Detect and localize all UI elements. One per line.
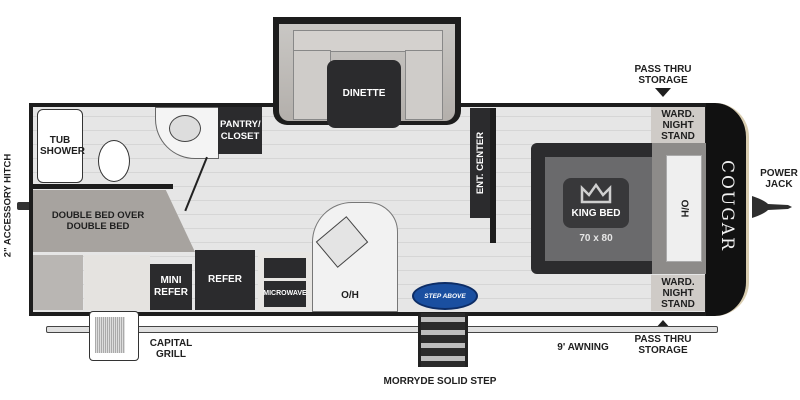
stove[interactable]	[264, 258, 306, 278]
refer-label: REFER	[208, 274, 242, 285]
dinette-bench-right	[405, 50, 443, 120]
dinette-label: DINETTE	[342, 88, 386, 99]
kitchen-oh-label: O/H	[341, 290, 359, 301]
bathroom-wall	[33, 184, 173, 189]
kitchen-island	[312, 202, 398, 312]
dinette-bench-back	[293, 30, 443, 52]
bunk-storage-left	[33, 255, 83, 310]
bed-overhead: O/H	[666, 155, 702, 262]
step-label: MORRYDE SOLID STEP	[383, 376, 497, 387]
crown-icon	[579, 182, 613, 204]
double-bed[interactable]: DOUBLE BED OVER DOUBLE BED	[33, 190, 195, 252]
double-bed-label: DOUBLE BED OVER DOUBLE BED	[51, 210, 145, 232]
dinette-table[interactable]: DINETTE	[327, 60, 401, 128]
pass-thru-bottom-label: PASS THRU STORAGE	[634, 334, 692, 356]
ward-top-label: WARD. NIGHT STAND	[661, 108, 695, 142]
awning-label: 9' AWNING	[557, 342, 609, 353]
ent-center-label: ENT. CENTER	[475, 131, 486, 195]
capital-grill-label: CAPITAL GRILL	[149, 338, 193, 360]
hitch-icon	[17, 202, 31, 210]
awning	[46, 326, 718, 333]
wardrobe-bottom[interactable]: WARD. NIGHT STAND	[651, 275, 705, 311]
wardrobe-top[interactable]: WARD. NIGHT STAND	[651, 107, 705, 143]
toilet	[98, 140, 130, 182]
hitch-label: 2" ACCESSORY HITCH	[2, 153, 14, 258]
step-above-text: STEP ABOVE	[424, 292, 466, 300]
pass-thru-top-label: PASS THRU STORAGE	[634, 64, 692, 86]
power-jack-label: POWER JACK	[760, 168, 798, 190]
king-bed-size: 70 x 80	[579, 233, 613, 244]
sink-icon	[169, 115, 201, 142]
king-bed-label: KING BED	[571, 208, 621, 219]
arrow-up-icon	[655, 320, 671, 329]
ent-center-edge	[490, 108, 496, 243]
bunk-storage-mid	[84, 255, 150, 310]
capital-grill	[89, 311, 139, 361]
mini-refer[interactable]: MINI REFER	[150, 264, 192, 310]
ent-center[interactable]	[470, 108, 492, 218]
dinette-bench-left	[293, 50, 331, 120]
morryde-step	[418, 313, 468, 367]
power-jack-icon	[752, 196, 792, 218]
step-above-logo: STEP ABOVE	[412, 282, 478, 310]
refrigerator[interactable]: REFER	[195, 250, 255, 310]
front-cap	[706, 103, 749, 316]
pantry-closet[interactable]: PANTRY/ CLOSET	[218, 107, 262, 154]
microwave[interactable]: MICROWAVE	[263, 281, 307, 307]
microwave-label: MICROWAVE	[263, 290, 307, 297]
grill-grate	[95, 317, 125, 353]
bed-oh-label: O/H	[678, 199, 690, 218]
cougar-logo: COUGAR	[717, 160, 737, 252]
pantry-label: PANTRY/ CLOSET	[220, 118, 261, 142]
mini-refer-label: MINI REFER	[154, 275, 188, 298]
arrow-down-icon	[655, 88, 671, 97]
ward-bottom-label: WARD. NIGHT STAND	[661, 276, 695, 310]
tub-shower-label: TUB SHOWER	[40, 135, 85, 157]
tub-shower[interactable]: TUB SHOWER	[37, 109, 85, 183]
